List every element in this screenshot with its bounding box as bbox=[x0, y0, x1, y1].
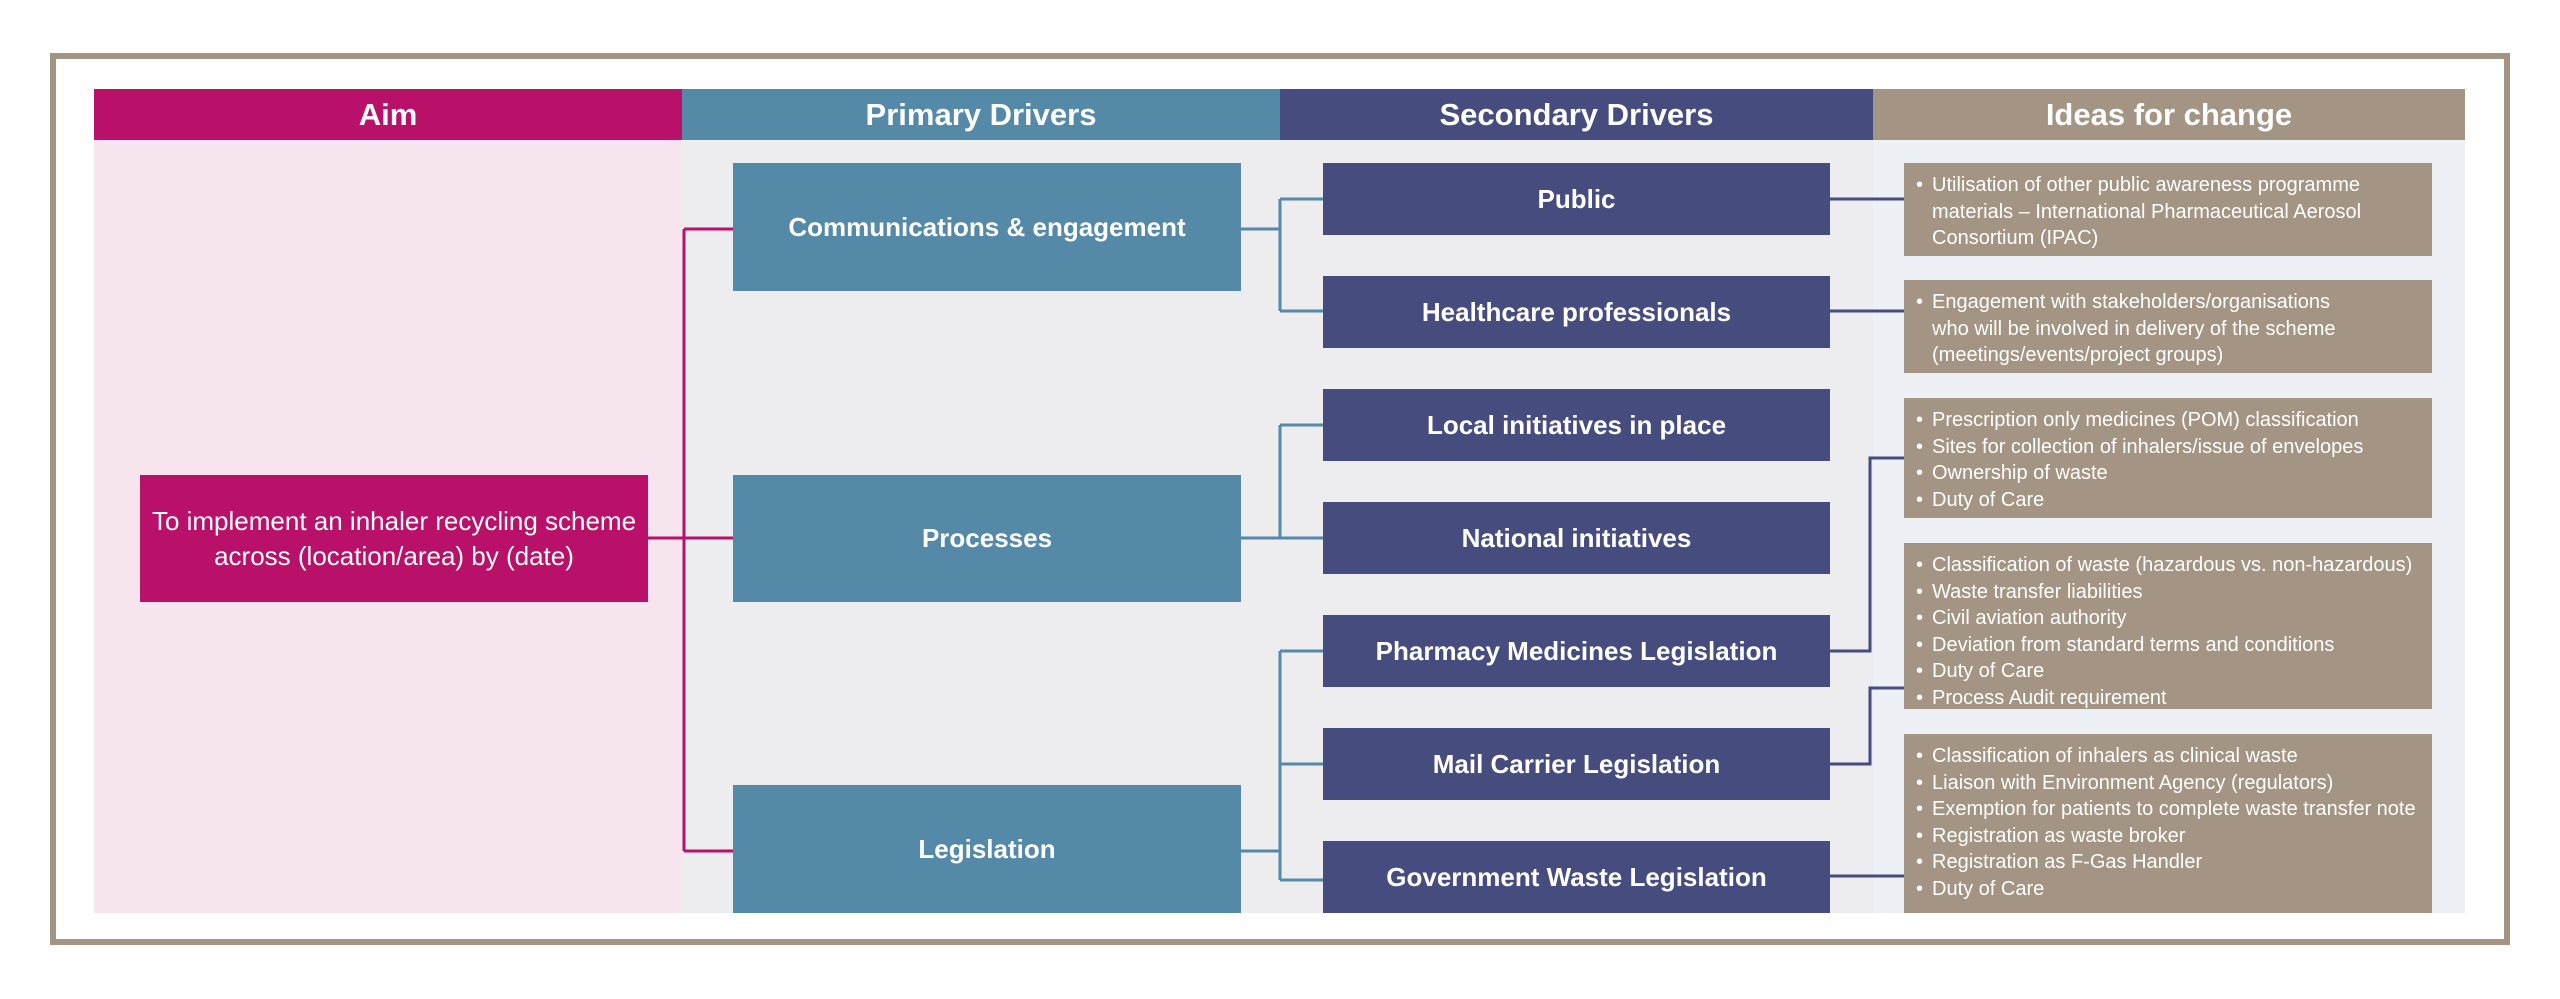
aim-header: Aim bbox=[94, 89, 682, 140]
idea-bullet-item: Process Audit requirement bbox=[1916, 685, 2422, 712]
idea-bullet-item: Engagement with stakeholders/organisatio… bbox=[1916, 289, 2422, 369]
idea-bullet-item: Utilisation of other public awareness pr… bbox=[1916, 172, 2422, 252]
secondary-driver-public: Public bbox=[1323, 163, 1830, 235]
primary-driver-legislation: Legislation bbox=[733, 785, 1241, 913]
primary-drivers-header: Primary Drivers bbox=[682, 89, 1280, 140]
secondary-driver-mail-carrier-legislation: Mail Carrier Legislation bbox=[1323, 728, 1830, 800]
idea-bullet-item: Registration as waste broker bbox=[1916, 823, 2422, 850]
secondary-driver-government-waste-legislation: Government Waste Legislation bbox=[1323, 841, 1830, 913]
primary-driver-communications: Communications & engagement bbox=[733, 163, 1241, 291]
idea-bullet-item: Duty of Care bbox=[1916, 658, 2422, 685]
idea-bullet-item: Ownership of waste bbox=[1916, 460, 2422, 487]
idea-bullet-item: Prescription only medicines (POM) classi… bbox=[1916, 407, 2422, 434]
primary-driver-processes: Processes bbox=[733, 475, 1241, 602]
idea-box-government-waste: Classification of inhalers as clinical w… bbox=[1904, 734, 2432, 913]
idea-bullet-item: Exemption for patients to complete waste… bbox=[1916, 796, 2422, 823]
idea-bullet-item: Sites for collection of inhalers/issue o… bbox=[1916, 434, 2422, 461]
secondary-driver-pharmacy-medicines-legislation: Pharmacy Medicines Legislation bbox=[1323, 615, 1830, 687]
idea-box-public: Utilisation of other public awareness pr… bbox=[1904, 163, 2432, 256]
idea-bullet-item: Classification of waste (hazardous vs. n… bbox=[1916, 552, 2422, 579]
idea-box-pharmacy-mail: Classification of waste (hazardous vs. n… bbox=[1904, 543, 2432, 709]
idea-bullet-item: Civil aviation authority bbox=[1916, 605, 2422, 632]
idea-bullet-item: Classification of inhalers as clinical w… bbox=[1916, 743, 2422, 770]
idea-bullet-item: Duty of Care bbox=[1916, 487, 2422, 514]
ideas-for-change-header: Ideas for change bbox=[1873, 89, 2465, 140]
idea-bullet-item: Waste transfer liabilities bbox=[1916, 579, 2422, 606]
secondary-drivers-header: Secondary Drivers bbox=[1280, 89, 1873, 140]
idea-box-local-national: Prescription only medicines (POM) classi… bbox=[1904, 398, 2432, 518]
secondary-driver-healthcare-professionals: Healthcare professionals bbox=[1323, 276, 1830, 348]
idea-bullet-item: Liaison with Environment Agency (regulat… bbox=[1916, 770, 2422, 797]
idea-bullet-item: Registration as F-Gas Handler bbox=[1916, 849, 2422, 876]
secondary-driver-national-initiatives: National initiatives bbox=[1323, 502, 1830, 574]
idea-box-healthcare: Engagement with stakeholders/organisatio… bbox=[1904, 280, 2432, 373]
secondary-driver-local-initiatives: Local initiatives in place bbox=[1323, 389, 1830, 461]
idea-bullet-item: Duty of Care bbox=[1916, 876, 2422, 903]
idea-bullet-item: Deviation from standard terms and condit… bbox=[1916, 632, 2422, 659]
aim-statement-box: To implement an inhaler recycling scheme… bbox=[140, 475, 648, 602]
